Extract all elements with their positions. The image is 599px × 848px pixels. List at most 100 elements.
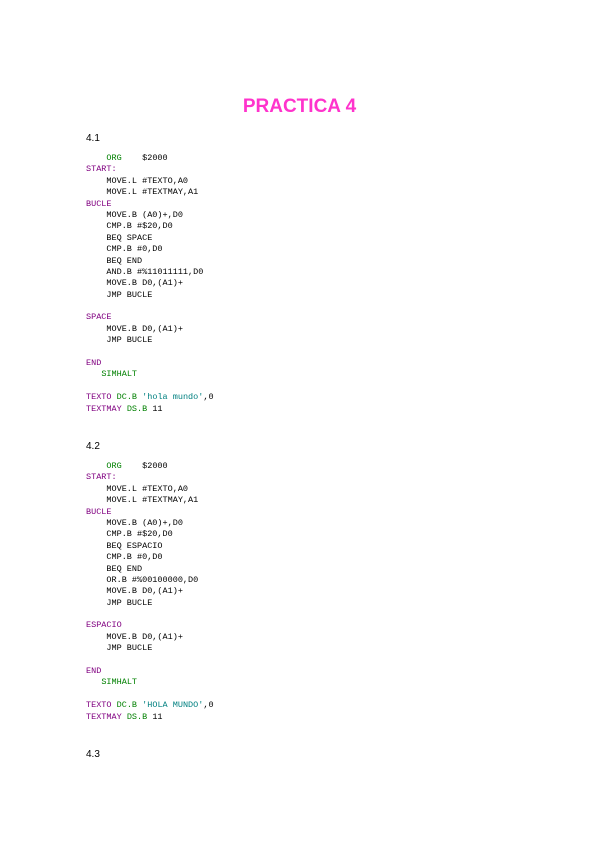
code-line	[86, 609, 214, 620]
code-token-label: BUCLE	[86, 506, 112, 517]
code-line: BEQ ESPACIO	[86, 541, 214, 552]
code-line: START:	[86, 472, 214, 483]
code-token-text	[86, 369, 101, 379]
code-token-text: CMP.B #0,D0	[86, 244, 163, 255]
code-token-text	[86, 461, 106, 471]
code-line	[86, 347, 214, 358]
code-line: MOVE.L #TEXTO,A0	[86, 176, 214, 187]
section-number: 4.1	[86, 133, 100, 144]
code-token-text: ,0	[203, 392, 214, 403]
code-token-label: SPACE	[86, 312, 112, 323]
code-token-label: TEXTO	[86, 392, 112, 403]
code-token-text	[86, 153, 106, 163]
code-token-text: JMP BUCLE	[86, 289, 153, 300]
code-token-text: 11	[147, 711, 163, 722]
code-line: TEXTO DC.B 'HOLA MUNDO',0	[86, 700, 214, 711]
code-token-label: TEXTMAY	[86, 711, 122, 722]
code-line: BEQ END	[86, 564, 214, 575]
code-line: ORG $2000	[86, 153, 214, 164]
code-line: JMP BUCLE	[86, 335, 214, 346]
code-token-text: MOVE.B D0,(A1)+	[86, 586, 183, 597]
code-line: MOVE.B D0,(A1)+	[86, 278, 214, 289]
code-token-text: CMP.B #$20,D0	[86, 221, 173, 232]
code-token-directive: SIMHALT	[101, 677, 138, 688]
code-token-text: ,0	[203, 700, 214, 711]
code-line: AND.B #%11011111,D0	[86, 267, 214, 278]
code-token-text: BEQ ESPACIO	[86, 540, 163, 551]
code-token-text: MOVE.L #TEXTO,A0	[86, 483, 189, 494]
code-token-text: JMP BUCLE	[86, 597, 153, 608]
code-line: MOVE.L #TEXTMAY,A1	[86, 495, 214, 506]
code-token-label: BUCLE	[86, 198, 112, 209]
code-line: JMP BUCLE	[86, 290, 214, 301]
code-line: START:	[86, 164, 214, 175]
code-token-directive: SIMHALT	[101, 369, 138, 380]
code-line: SPACE	[86, 312, 214, 323]
code-line: MOVE.B D0,(A1)+	[86, 586, 214, 597]
code-line: TEXTMAY DS.B 11	[86, 712, 214, 723]
code-line: BUCLE	[86, 507, 214, 518]
code-line: TEXTMAY DS.B 11	[86, 404, 214, 415]
code-token-text: CMP.B #0,D0	[86, 552, 163, 563]
code-token-label: END	[86, 666, 102, 677]
code-token-text: BEQ END	[86, 563, 143, 574]
code-line	[86, 655, 214, 666]
code-token-label: START:	[86, 472, 117, 483]
code-line: MOVE.B D0,(A1)+	[86, 324, 214, 335]
code-line	[86, 689, 214, 700]
code-token-directive: DS.B	[126, 711, 148, 722]
code-line: BEQ SPACE	[86, 233, 214, 244]
code-token-text: MOVE.L #TEXTMAY,A1	[86, 187, 199, 198]
code-line: MOVE.B D0,(A1)+	[86, 632, 214, 643]
code-token-text: MOVE.L #TEXTO,A0	[86, 175, 189, 186]
code-token-text: 11	[147, 403, 163, 414]
code-token-text: MOVE.B D0,(A1)+	[86, 323, 183, 334]
code-token-directive: DC.B	[116, 392, 138, 403]
code-token-directive: DS.B	[126, 403, 148, 414]
code-token-string: 'HOLA MUNDO'	[142, 700, 204, 711]
section-number: 4.3	[86, 749, 100, 760]
code-token-text: MOVE.B (A0)+,D0	[86, 517, 183, 528]
code-line: TEXTO DC.B 'hola mundo',0	[86, 392, 214, 403]
code-line: BEQ END	[86, 256, 214, 267]
code-line: SIMHALT	[86, 369, 214, 380]
code-token-label: ESPACIO	[86, 620, 122, 631]
code-line: SIMHALT	[86, 677, 214, 688]
code-token-text	[86, 677, 101, 687]
code-line: CMP.B #$20,D0	[86, 529, 214, 540]
code-token-text: BEQ SPACE	[86, 232, 153, 243]
code-token-text: MOVE.L #TEXTMAY,A1	[86, 495, 199, 506]
code-line: MOVE.L #TEXTMAY,A1	[86, 187, 214, 198]
code-token-text: MOVE.B D0,(A1)+	[86, 278, 183, 289]
code-token-label: START:	[86, 164, 117, 175]
code-token-text: $2000	[121, 153, 168, 163]
code-line: END	[86, 666, 214, 677]
code-line: MOVE.L #TEXTO,A0	[86, 484, 214, 495]
code-token-text: MOVE.B D0,(A1)+	[86, 631, 183, 642]
code-token-text: JMP BUCLE	[86, 335, 153, 346]
code-token-text: AND.B #%11011111,D0	[86, 266, 204, 277]
code-token-label: TEXTMAY	[86, 403, 122, 414]
code-line: JMP BUCLE	[86, 598, 214, 609]
code-token-text: CMP.B #$20,D0	[86, 529, 173, 540]
code-line: CMP.B #0,D0	[86, 552, 214, 563]
code-line: BUCLE	[86, 199, 214, 210]
code-token-text: $2000	[121, 461, 168, 471]
code-token-directive: ORG	[106, 461, 122, 471]
code-token-text: MOVE.B (A0)+,D0	[86, 209, 183, 220]
code-token-text: JMP BUCLE	[86, 643, 153, 654]
code-token-directive: DC.B	[116, 700, 138, 711]
code-token-string: 'hola mundo'	[142, 392, 204, 403]
code-line: OR.B #%00100000,D0	[86, 575, 214, 586]
code-line: JMP BUCLE	[86, 643, 214, 654]
code-line	[86, 301, 214, 312]
code-token-text: BEQ END	[86, 255, 143, 266]
code-line: CMP.B #0,D0	[86, 244, 214, 255]
code-line: ORG $2000	[86, 461, 214, 472]
code-line: CMP.B #$20,D0	[86, 221, 214, 232]
code-token-directive: ORG	[106, 153, 122, 163]
code-token-label: TEXTO	[86, 700, 112, 711]
code-line	[86, 381, 214, 392]
